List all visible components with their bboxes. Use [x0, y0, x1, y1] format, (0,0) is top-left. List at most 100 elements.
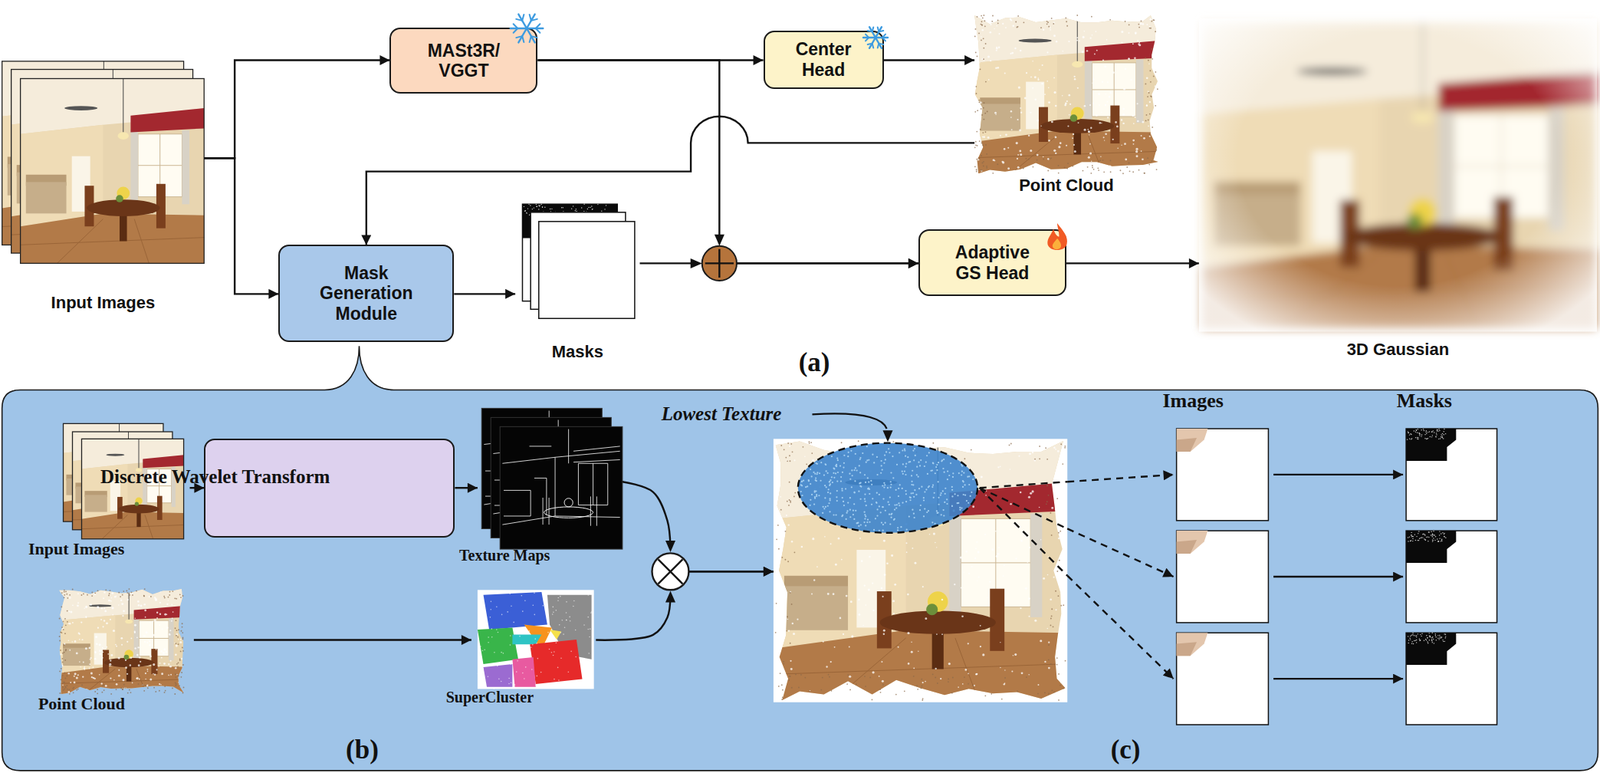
- drawing-part: [1148, 133, 1150, 135]
- drawing-part: [788, 504, 790, 506]
- drawing-part: [78, 632, 80, 635]
- drawing-part: [172, 689, 175, 692]
- drawing-part: [134, 647, 137, 650]
- drawing-part: [1092, 78, 1095, 81]
- drawing-part: [553, 650, 556, 653]
- drawing-part: [968, 475, 970, 477]
- drawing-part: [147, 670, 149, 672]
- drawing-part: [179, 640, 182, 644]
- drawing-part: [1103, 169, 1106, 172]
- drawing-part: [791, 603, 793, 605]
- drawing-part: [557, 666, 559, 669]
- drawing-part: [788, 679, 790, 681]
- drawing-part: [72, 604, 74, 606]
- drawing-part: [1057, 699, 1060, 701]
- drawing-part: [491, 627, 493, 630]
- drawing-part: [923, 507, 926, 510]
- drawing-part: [1128, 23, 1131, 26]
- drawing-part: [1077, 121, 1080, 124]
- drawing-part: [533, 206, 535, 208]
- drawing-part: [163, 595, 165, 598]
- drawing-part: [1056, 497, 1058, 500]
- drawing-part: [929, 533, 931, 536]
- drawing-part: [1149, 18, 1152, 21]
- drawing-part: [1019, 491, 1022, 494]
- drawing-part: [1029, 492, 1032, 495]
- drawing-part: [1062, 687, 1065, 690]
- drawing-part: [115, 594, 117, 596]
- drawing-part: [1064, 166, 1066, 168]
- drawing-part: [834, 563, 838, 566]
- drawing-part: [122, 590, 125, 592]
- drawing-part: [98, 649, 102, 652]
- drawing-part: [1046, 484, 1049, 487]
- drawing-part: [893, 518, 896, 520]
- drawing-part: [63, 643, 66, 646]
- drawing-part: [1153, 75, 1155, 78]
- drawing-part: [79, 688, 83, 691]
- drawing-part: [804, 676, 806, 679]
- drawing-part: [65, 593, 68, 595]
- drawing-part: [1016, 118, 1019, 121]
- drawing-part: [781, 698, 783, 700]
- drawing-part: [980, 154, 983, 157]
- drawing-part: [168, 617, 174, 661]
- drawing-part: [940, 459, 943, 462]
- drawing-part: [66, 620, 69, 623]
- drawing-part: [998, 546, 1000, 549]
- drawing-part: [788, 445, 791, 447]
- drawing-part: [1124, 20, 1127, 23]
- drawing-part: [903, 448, 906, 451]
- drawing-part: [855, 469, 858, 471]
- drawing-part: [124, 686, 127, 689]
- drawing-part: [163, 662, 166, 665]
- drawing-part: [814, 473, 816, 475]
- drawing-part: [1154, 85, 1157, 87]
- drawing-part: [1087, 166, 1089, 168]
- drawing-part: [588, 206, 589, 208]
- drawing-part: [839, 617, 842, 620]
- drawing-part: [531, 668, 533, 671]
- drawing-part: [846, 509, 848, 512]
- drawing-part: [65, 684, 68, 687]
- drawing-part: [788, 630, 790, 632]
- drawing-part: [844, 487, 847, 490]
- drawing-part: [182, 692, 184, 694]
- drawing-part: [1011, 19, 1013, 22]
- drawing-part: [126, 640, 129, 643]
- drawing-part: [1031, 451, 1035, 454]
- drawing-part: [1074, 78, 1076, 80]
- drawing-part: [1040, 26, 1042, 29]
- drawing-part: [999, 666, 1001, 668]
- drawing-part: [834, 646, 836, 648]
- drawing-part: [1140, 134, 1143, 137]
- drawing-part: [1127, 58, 1130, 60]
- drawing-part: [1066, 167, 1068, 170]
- drawing-part: [827, 505, 829, 507]
- drawing-part: [1042, 29, 1045, 32]
- drawing-part: [960, 506, 963, 509]
- drawing-part: [105, 621, 109, 625]
- drawing-part: [181, 130, 190, 204]
- drawing-part: [1138, 26, 1141, 29]
- drawing-part: [1057, 164, 1060, 167]
- drawing-part: [857, 525, 860, 527]
- drawing-part: [1031, 15, 1033, 17]
- drawing-part: [1064, 445, 1066, 447]
- drawing-part: [982, 135, 986, 138]
- drawing-part: [1098, 104, 1101, 106]
- drawing-part: [89, 658, 92, 661]
- drawing-part: [813, 502, 815, 505]
- drawing-part: [890, 516, 893, 519]
- drawing-part: [174, 666, 178, 670]
- drawing-part: [59, 679, 184, 684]
- drawing-part: [980, 108, 983, 110]
- drawing-part: [989, 59, 992, 62]
- drawing-part: [1156, 168, 1158, 171]
- drawing-part: [781, 683, 783, 686]
- drawing-part: [1027, 561, 1029, 563]
- drawing-part: [81, 438, 184, 539]
- drawing-part: [160, 686, 163, 688]
- drawing-part: [1011, 135, 1058, 175]
- drawing-part: [974, 146, 976, 148]
